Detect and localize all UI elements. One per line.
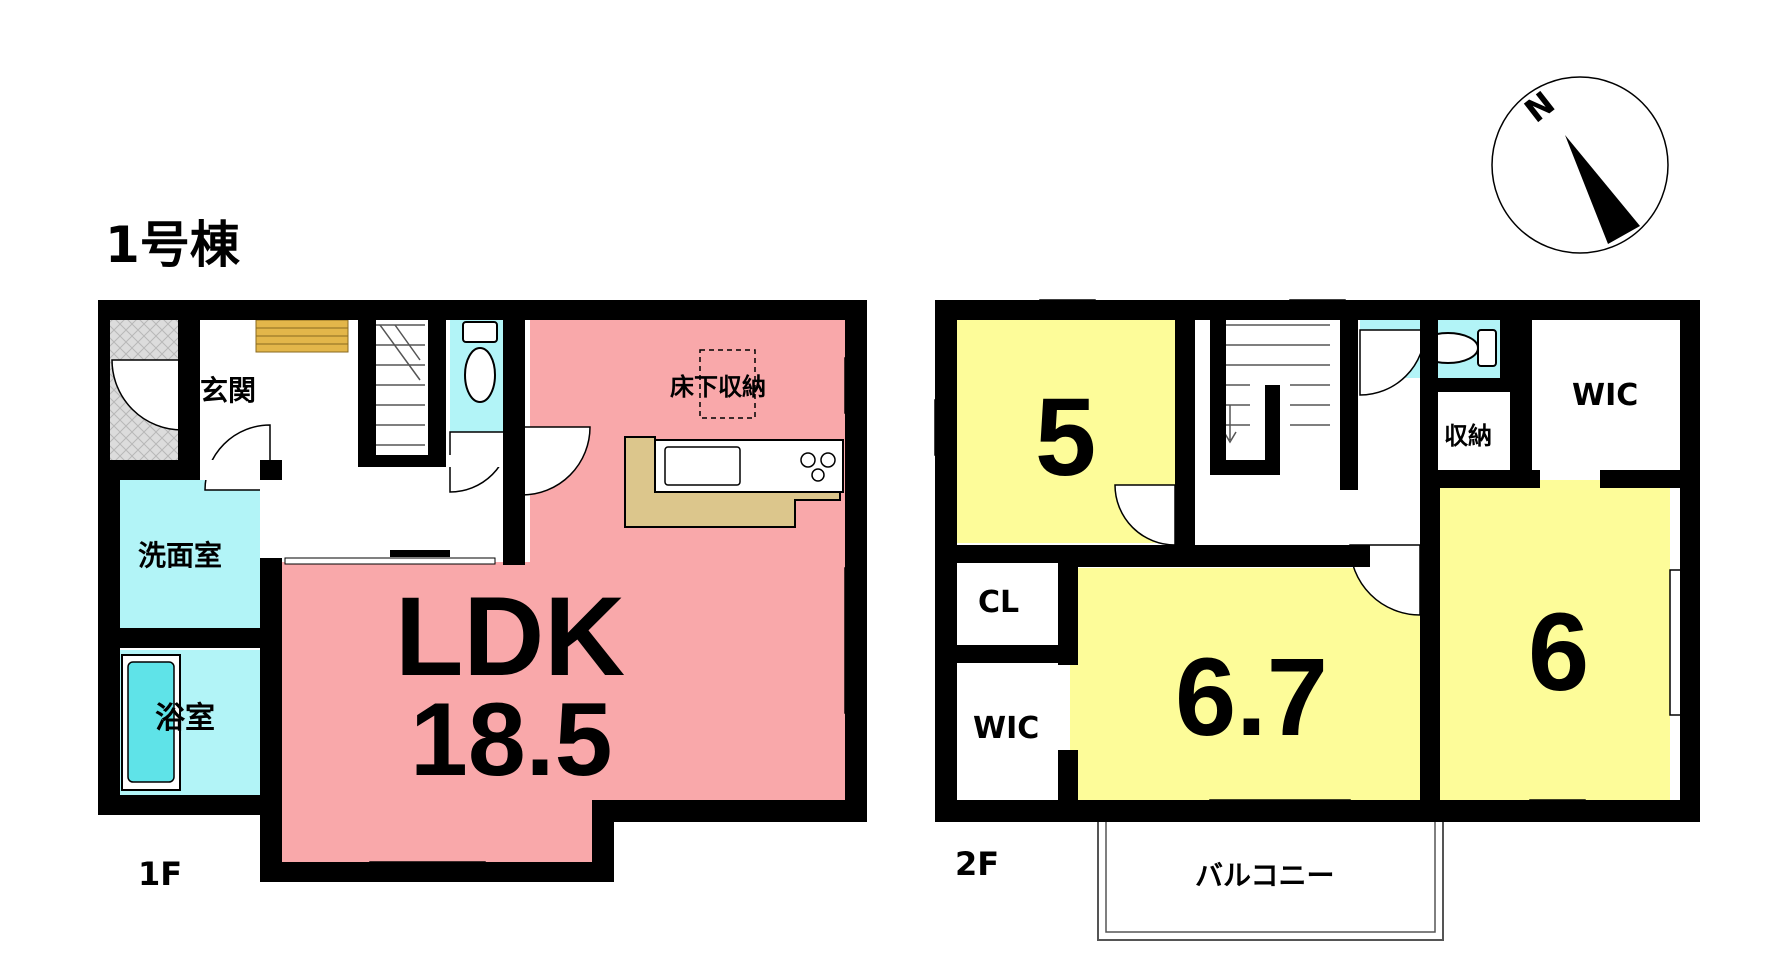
room-label-ldk-size: 18.5 [410, 682, 612, 798]
building-title: 1号棟 [105, 216, 241, 274]
walls-1f [98, 300, 867, 882]
bathtub-inner [127, 661, 175, 783]
room-label-closet: CL [978, 585, 1019, 620]
washroom-area [120, 480, 270, 628]
balcony [1097, 817, 1444, 941]
stairs-1f [368, 324, 425, 446]
kitchen-counter [624, 436, 844, 528]
floor-1: 玄関 洗面室 浴室 床下収納 LDK 18.5 1F [98, 300, 867, 893]
toilet-1f-icon [462, 321, 498, 403]
room-label-wic-right: WIC [1572, 378, 1638, 413]
room-label-bathroom: 浴室 [155, 701, 215, 736]
underfloor-hatch [699, 349, 756, 419]
floor-2: 5 6.7 6 CL WIC WIC 収納 バルコニー 2F [934, 299, 1700, 941]
north-arrow-icon [1565, 135, 1640, 244]
room-label-ldk-name: LDK [395, 574, 625, 699]
room-label-washroom: 洗面室 [138, 539, 222, 572]
room-6-7-area [1070, 568, 1420, 800]
room-label-6-7: 6.7 [1175, 636, 1328, 759]
walls-2f [935, 300, 1700, 822]
room-label-wic-left: WIC [973, 711, 1039, 746]
room-6-area [1440, 480, 1670, 800]
room-label-entrance: 玄関 [200, 374, 256, 407]
room-label-5: 5 [1035, 376, 1096, 499]
room-label-balcony: バルコニー [1195, 859, 1334, 892]
floor-label-1f: 1F [138, 855, 182, 893]
room-label-6: 6 [1528, 591, 1589, 714]
room-label-storage: 収納 [1444, 422, 1492, 450]
room-label-underfloor-storage: 床下収納 [670, 373, 766, 401]
compass: N [1491, 76, 1669, 254]
floor-label-2f: 2F [955, 845, 999, 883]
